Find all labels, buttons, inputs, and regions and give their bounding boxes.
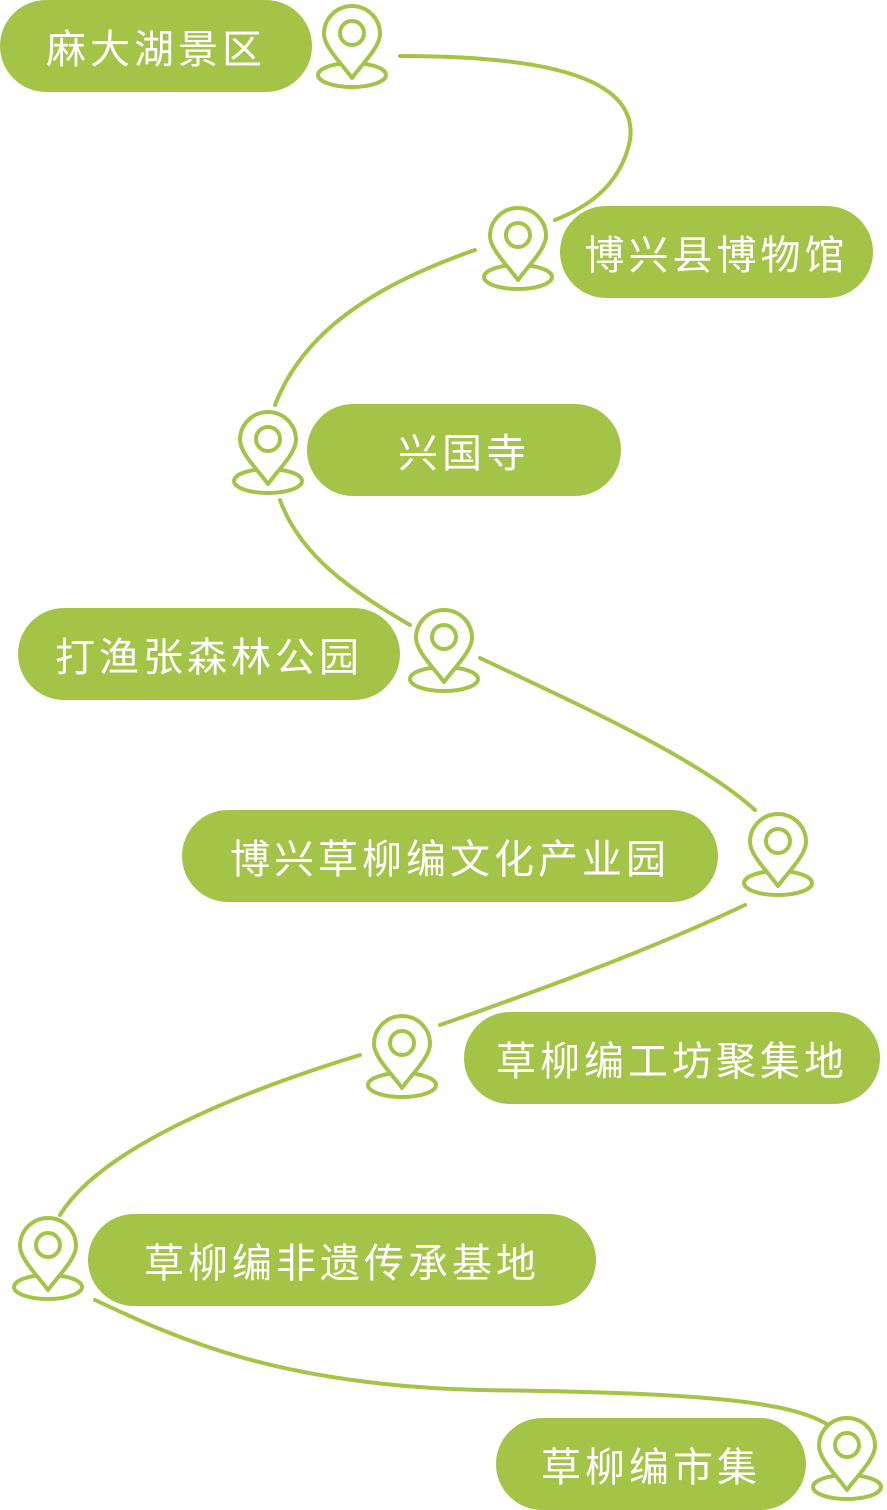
stop-label: 麻大湖景区 (0, 0, 312, 92)
stop-label: 草柳编工坊聚集地 (464, 1012, 880, 1104)
map-pin-icon (811, 1416, 883, 1501)
map-pin-icon (408, 608, 480, 693)
map-pin-icon (12, 1216, 84, 1301)
stop-label: 兴国寺 (307, 404, 621, 496)
stop-label: 草柳编市集 (496, 1418, 806, 1510)
stop-label: 博兴县博物馆 (560, 206, 873, 298)
map-pin-icon (742, 812, 814, 897)
map-pin-icon (316, 4, 388, 89)
stop-label: 博兴草柳编文化产业园 (182, 810, 718, 902)
stop-label: 草柳编非遗传承基地 (88, 1214, 596, 1306)
map-pin-icon (232, 410, 304, 495)
map-pin-icon (482, 206, 554, 291)
stop-label: 打渔张森林公园 (18, 608, 400, 700)
map-pin-icon (366, 1014, 438, 1099)
